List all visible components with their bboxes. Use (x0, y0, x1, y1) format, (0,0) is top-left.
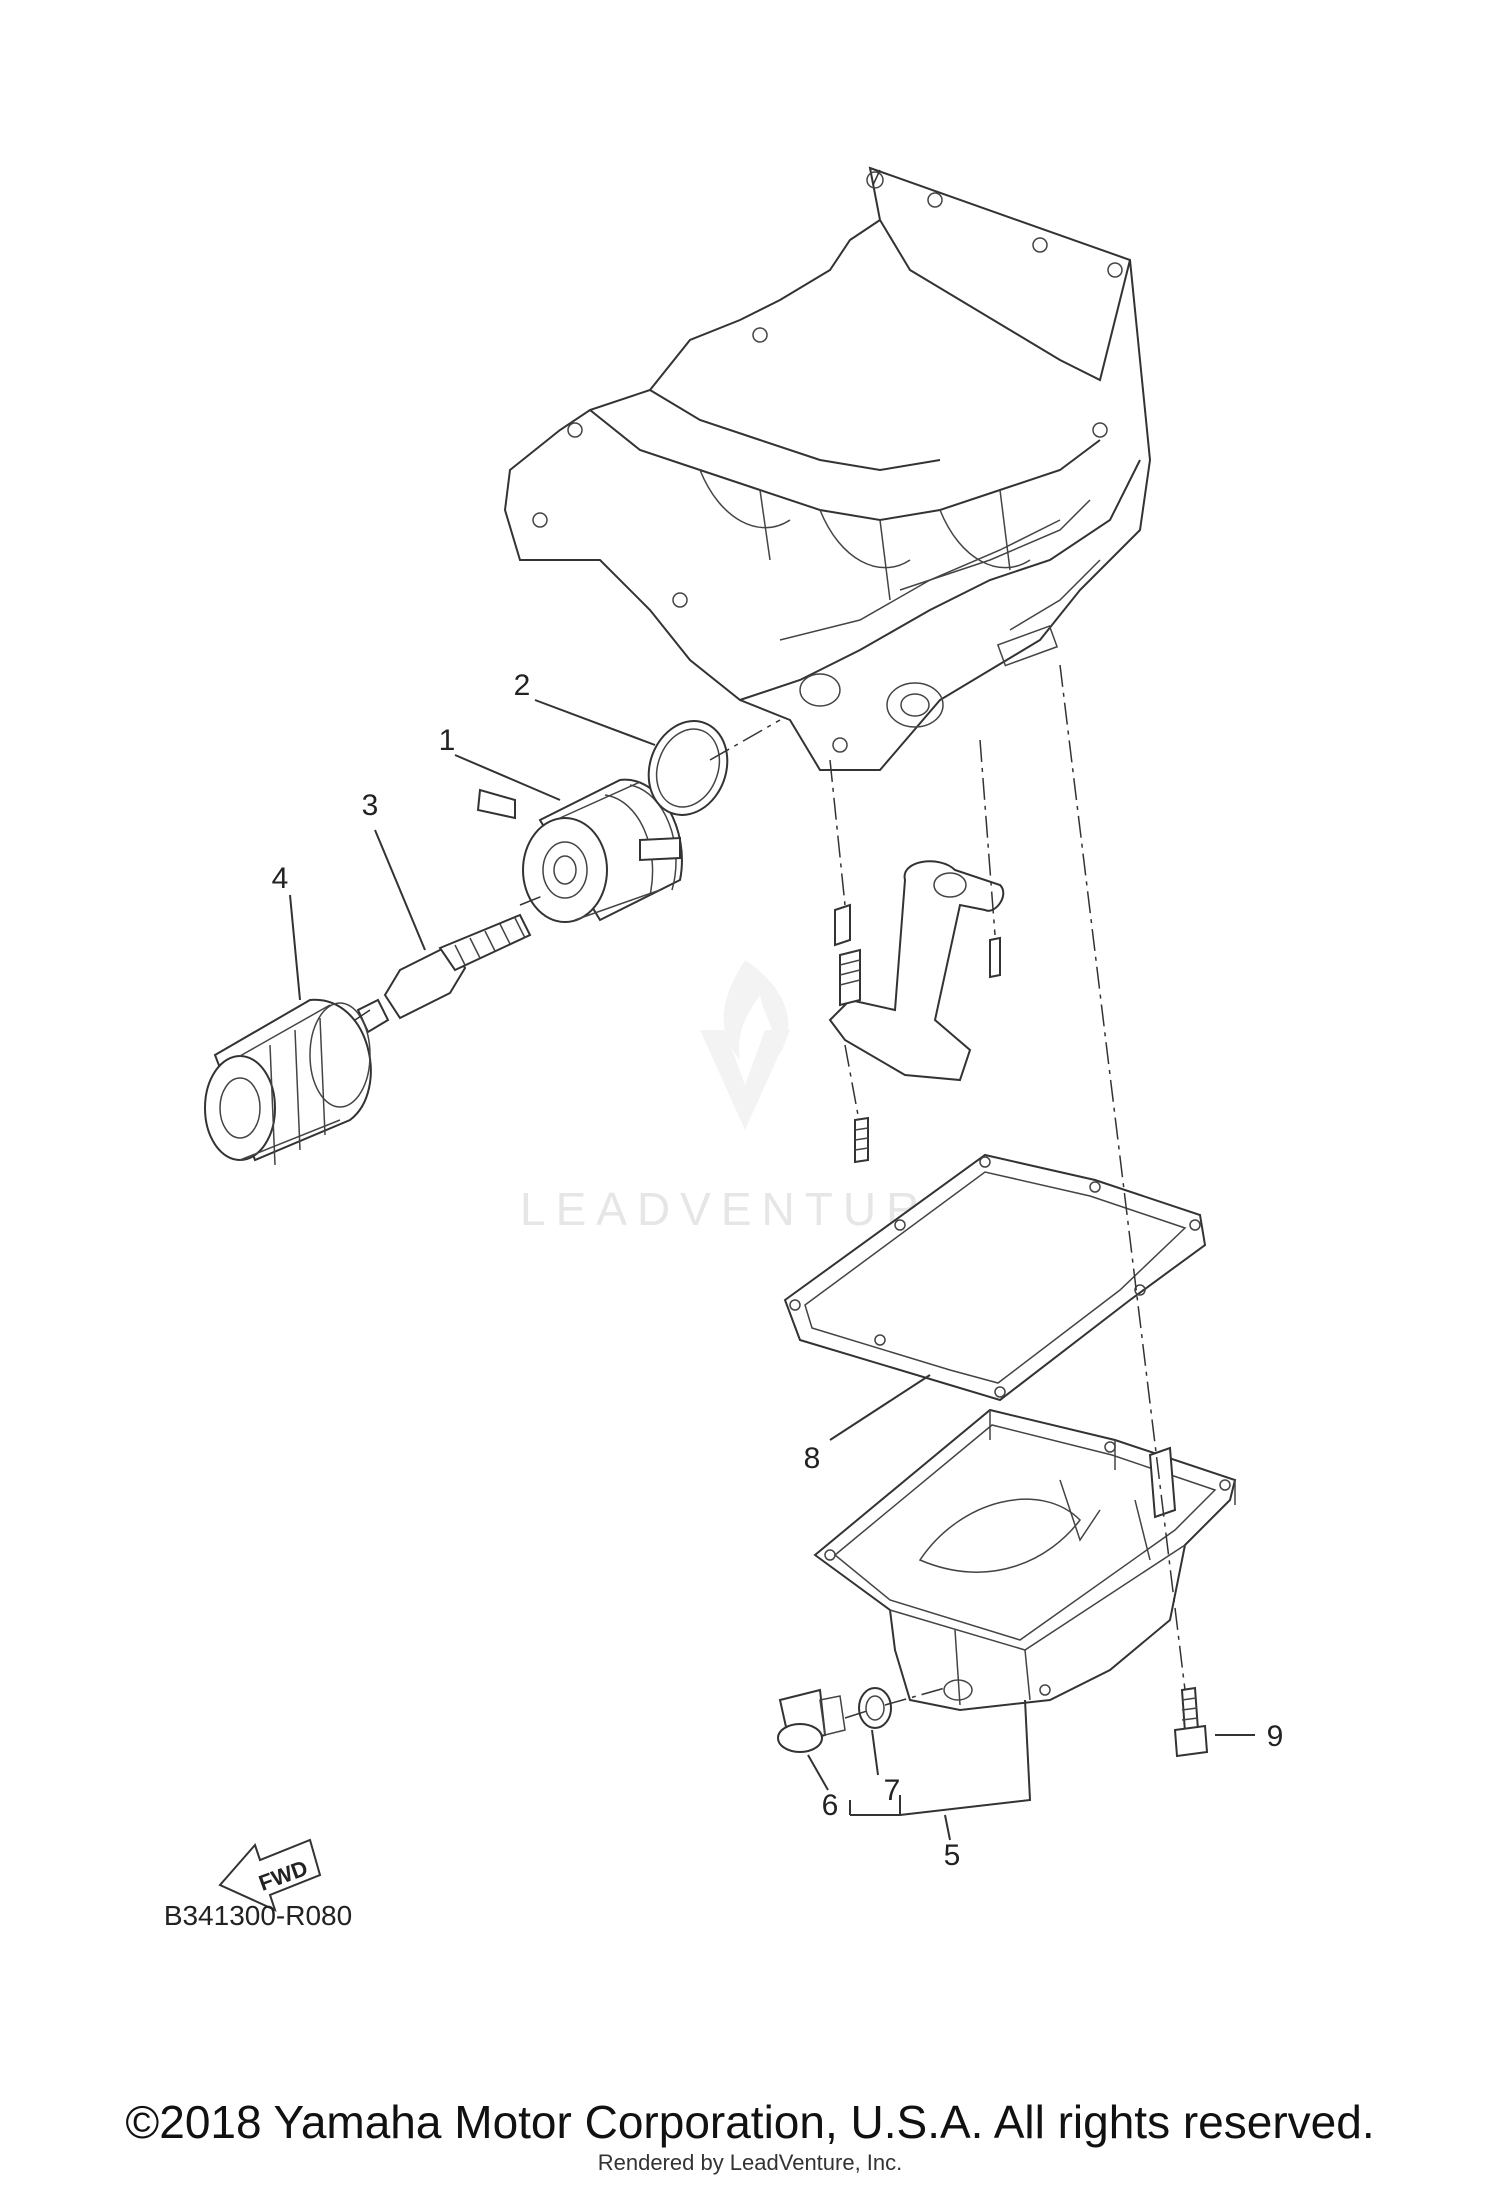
assembly-lines (354, 169, 1186, 1719)
callout-6: 6 (822, 1789, 839, 1822)
union-bolt-drawing (356, 913, 532, 1034)
crankcase-drawing (503, 166, 1152, 771)
callout-4: 4 (272, 862, 289, 895)
oil-pan-drawing (813, 1408, 1237, 1712)
oil-cooler-drawing (476, 778, 683, 923)
reference-code: B341300-R080 (164, 1900, 352, 1931)
o-ring-drawing (647, 720, 729, 816)
bolt-drawing (1173, 1686, 1209, 1758)
gasket-drawing (783, 1153, 1207, 1402)
callout-9: 9 (1267, 1720, 1284, 1753)
washer-drawing (858, 1687, 892, 1729)
callout-7: 7 (884, 1774, 901, 1807)
callout-5: 5 (944, 1839, 961, 1872)
oil-strainer-drawing (828, 860, 1005, 1164)
fwd-arrow-icon: FWD (218, 1838, 322, 1912)
callout-3: 3 (362, 789, 379, 822)
callout-1: 1 (439, 724, 456, 757)
oil-filter-drawing (204, 998, 372, 1166)
callout-8: 8 (804, 1442, 821, 1475)
flame-logo-icon (700, 960, 790, 1130)
drain-bolt-drawing (777, 1688, 846, 1753)
copyright-notice: ©2018 Yamaha Motor Corporation, U.S.A. A… (125, 2096, 1375, 2148)
leader-lines (289, 699, 1255, 1841)
callouts: 1 2 3 4 5 6 7 8 9 (272, 669, 1284, 1872)
rendered-by-notice: Rendered by LeadVenture, Inc. (597, 2150, 903, 2175)
callout-2: 2 (514, 669, 531, 702)
